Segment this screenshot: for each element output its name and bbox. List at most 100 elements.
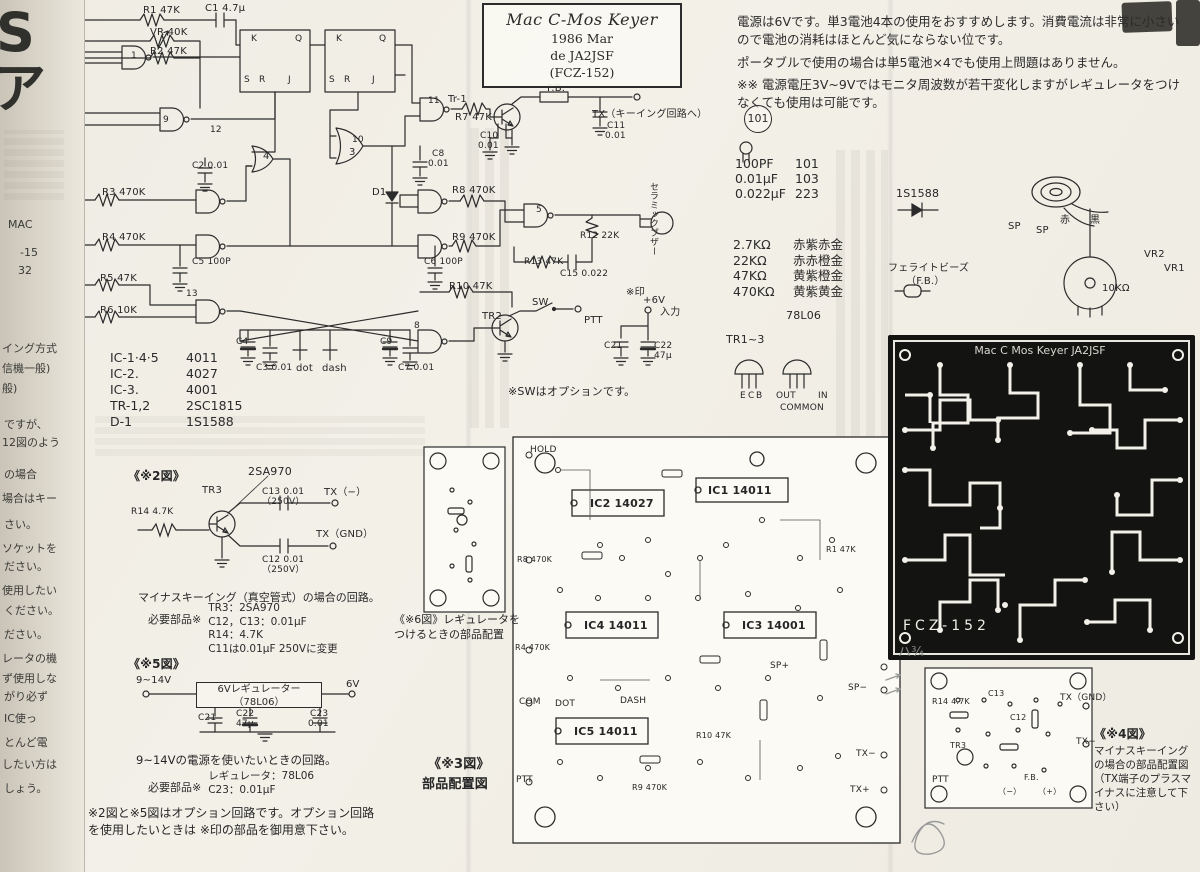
option-note-line2: を使用したいときは ※印の部品を御用意下さい。 <box>88 823 354 838</box>
cap-code-table-row: 0.022μF 223 <box>735 186 819 201</box>
ic-parts-list-row: IC-1·4·5 4011 <box>110 350 242 366</box>
code-cell: 103 <box>795 171 819 186</box>
fig2-parts-header: 必要部品※ <box>148 613 202 626</box>
fig6-caption-line1: 《※6図》レギュレータを <box>394 613 520 626</box>
p-cell: 1S1588 <box>186 414 234 429</box>
code-cell: 101 <box>795 156 819 171</box>
main-schematic <box>83 12 674 370</box>
schematic-title: Mac C-Mos Keyer <box>506 10 658 29</box>
margin-text-fragment: ですが、 <box>4 418 48 431</box>
margin-text-fragment: -15 <box>20 246 38 259</box>
p-cell: 2SC1815 <box>186 398 243 413</box>
cap-code-table-row: 0.01μF 103 <box>735 171 819 186</box>
paper-crease <box>465 0 472 872</box>
resistor-color-table-row: 2.7KΩ 赤紫赤金 <box>733 237 843 253</box>
colors-cell: 黄紫橙金 <box>793 268 844 283</box>
pcb-photo-title: Mac C Mos Keyer JA2JSF <box>974 344 1105 357</box>
pcb-photo: Mac C Mos Keyer JA2JSF FCZ-152 <box>888 335 1195 660</box>
fig2-circuit <box>137 475 339 568</box>
fig4-board <box>924 667 1093 809</box>
margin-text-fragment: 使用したい <box>2 584 57 597</box>
fig6-caption: 《※6図》レギュレータを つけるときの部品配置 <box>394 613 520 643</box>
colors-cell: 黄紫黄金 <box>793 283 844 299</box>
margin-text-fragment: ください。 <box>4 604 59 617</box>
margin-text-fragment: 32 <box>18 264 32 277</box>
p-cell: 4001 <box>186 382 218 397</box>
colors-cell: 赤紫赤金 <box>793 237 844 252</box>
margin-text-fragment: がり必ず <box>4 690 48 703</box>
margin-text-fragment: ず使用しな <box>2 672 57 685</box>
cutoff-print-block <box>1176 0 1200 46</box>
parts-line: レギュレータ：78L06 <box>208 770 315 782</box>
power-note-3: ※※ 電源電圧3V~9Vではモニタ周波数が若干変化しますがレギュレータをつけなく… <box>737 77 1181 110</box>
code-cell: 223 <box>795 186 819 201</box>
parts-line: TR3：2SA970 <box>208 602 280 614</box>
cap-code-badge: 101 <box>744 105 772 133</box>
margin-text-fragment: しょう。 <box>4 782 48 795</box>
pcb-photo-label: FCZ-152 <box>903 618 990 634</box>
print-bleed <box>4 130 64 200</box>
regulator-box-line1: 6Vレギュレーター <box>217 684 301 695</box>
fig3-board <box>512 436 901 844</box>
resistor-color-table-row: 470KΩ 黄紫黄金 <box>733 284 843 300</box>
pencil-annotations <box>885 673 945 855</box>
fig2-note: マイナスキーイング（真空管式）の場合の回路。 <box>138 591 380 604</box>
parts-legend-drawings <box>734 141 1117 389</box>
schematic-author: de JA2JSF <box>550 48 614 63</box>
schematic-model: (FCZ-152) <box>549 65 615 80</box>
margin-text-fragment: レータの機 <box>2 652 57 665</box>
ic-parts-list-row: TR-1,2 2SC1815 <box>110 398 242 414</box>
margin-text-fragment: MAC <box>8 218 33 231</box>
ic-parts-list-row: IC-3. 4001 <box>110 382 242 398</box>
cutoff-headline-letter: S <box>0 6 35 60</box>
p-cell: 4011 <box>186 350 218 365</box>
regulator-box-line2: （78L06） <box>233 696 285 708</box>
value-cell: 0.022μF <box>735 186 786 201</box>
parts-line: C23：0.01μF <box>208 783 276 796</box>
n-cell: IC-3. <box>110 382 139 397</box>
n-cell: IC-1·4·5 <box>110 350 159 365</box>
margin-text-fragment: したい方は <box>2 758 57 771</box>
p-cell: 4027 <box>186 366 218 381</box>
value-cell: 2.7KΩ <box>733 237 771 252</box>
n-cell: TR-1,2 <box>110 398 151 413</box>
magazine-margin-strip: S ア MAC-1532イング方式信機一般)般)ですが、12図のようの場合場合は… <box>0 0 85 872</box>
n-cell: D-1 <box>110 414 133 429</box>
ic-parts-list-row: IC-2. 4027 <box>110 366 242 382</box>
margin-text-fragment: ださい。 <box>4 628 48 641</box>
option-note: ※2図と※5図はオプション回路です。オプション回路 を使用したいときは ※印の部… <box>88 805 374 840</box>
margin-text-fragment: 信機一般) <box>2 362 51 375</box>
value-cell: 0.01μF <box>735 171 778 186</box>
margin-text-fragment: IC使っ <box>4 712 37 725</box>
option-note-line1: ※2図と※5図はオプション回路です。オプション回路 <box>88 806 375 820</box>
fig4-note: マイナスキーイングの場合の部品配置図（TX端子のプラスマイナスに注意して下さい） <box>1094 745 1192 814</box>
regulator-box: 6Vレギュレーター （78L06） <box>196 682 322 708</box>
fig5-parts-header: 必要部品※ <box>148 781 202 794</box>
margin-text-fragment: さい。 <box>4 518 37 531</box>
power-note-1: 電源は6Vです。単3電池4本の使用をおすすめします。消費電流は非常に小さいので電… <box>737 14 1180 47</box>
fig6-board <box>423 446 506 613</box>
parts-line: C11は0.01μF 250Vに変更 <box>208 642 338 655</box>
value-cell: 22KΩ <box>733 252 767 268</box>
margin-text-fragment: イング方式 <box>2 342 57 355</box>
ic-parts-list-row: D-1 1S1588 <box>110 414 242 430</box>
margin-text-fragment: ださい。 <box>4 560 48 573</box>
n-cell: IC-2. <box>110 366 139 381</box>
fig6-caption-line2: つけるときの部品配置 <box>394 627 504 641</box>
schematic-date: 1986 Mar <box>550 31 613 46</box>
parts-line: C12，C13：0.01μF <box>208 615 307 628</box>
value-cell: 470KΩ <box>733 283 775 299</box>
power-note-2: ポータブルで使用の場合は単5電池×4でも使用上問題はありません。 <box>737 54 1126 70</box>
margin-text-fragment: 般) <box>2 382 18 395</box>
value-cell: 47KΩ <box>733 268 767 283</box>
